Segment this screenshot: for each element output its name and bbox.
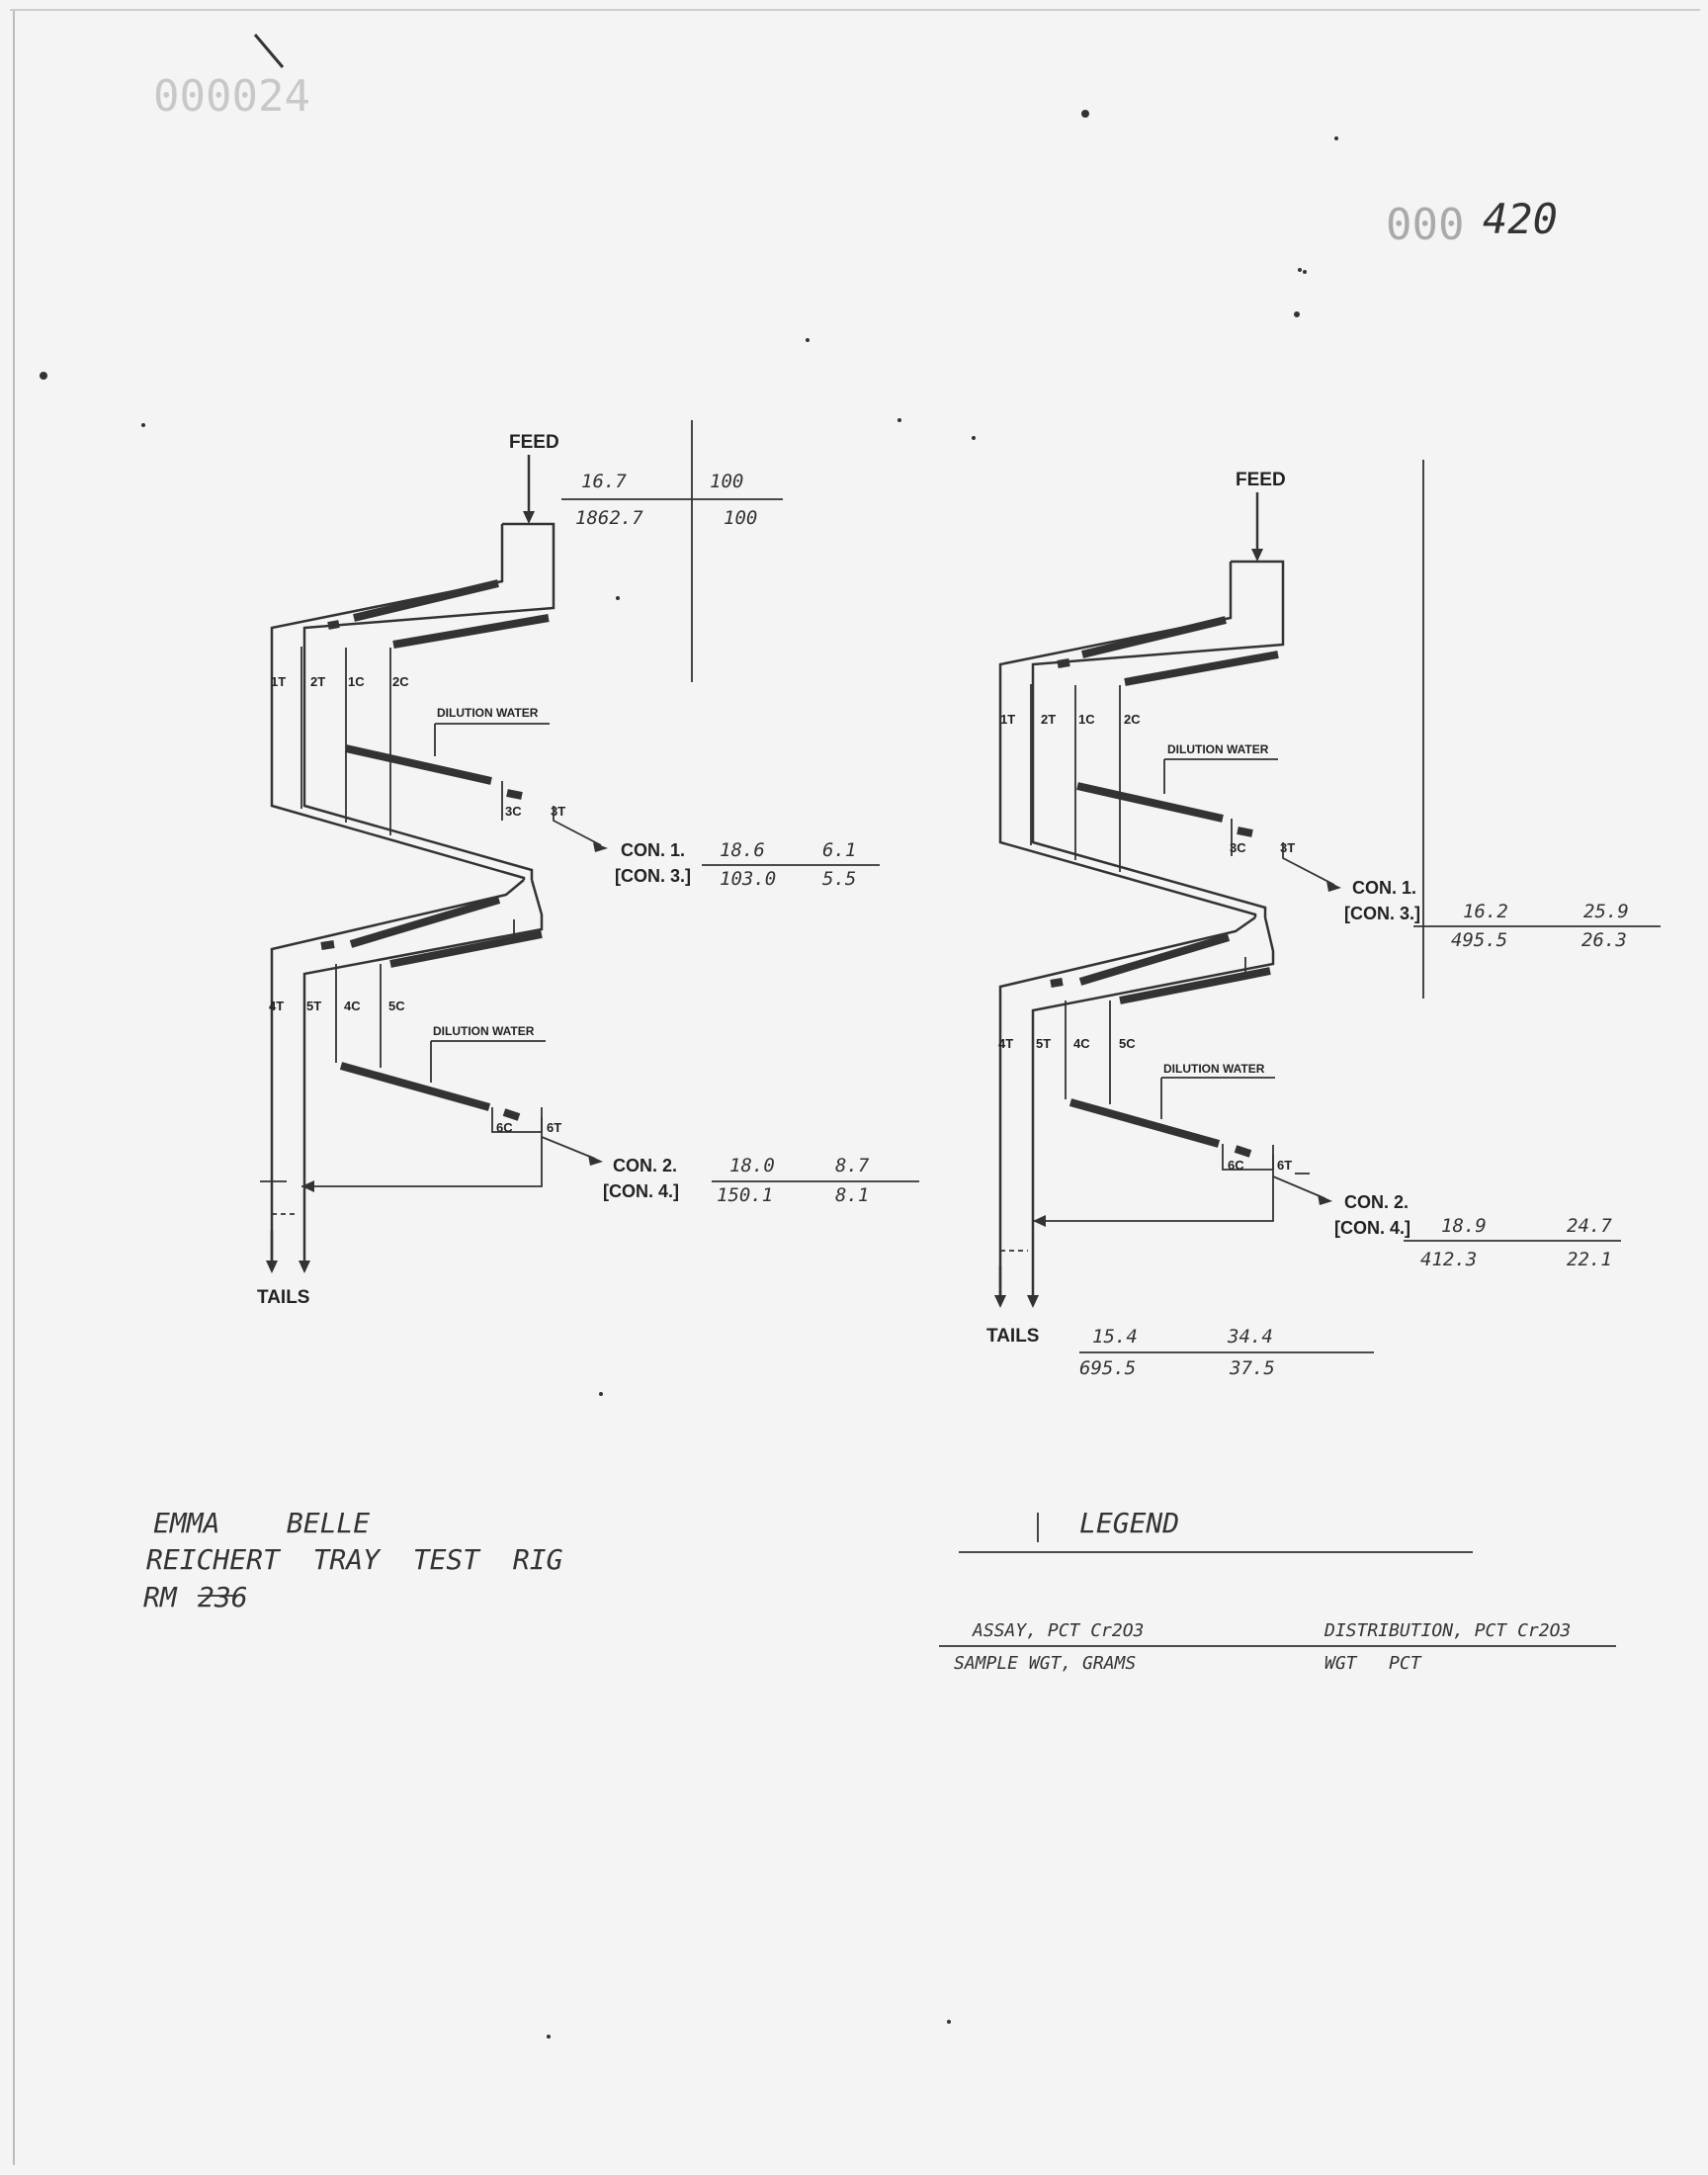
tails-label: TAILS — [257, 1287, 309, 1308]
svg-text:[CON. 3.]: [CON. 3.] — [1344, 904, 1420, 923]
svg-text:[CON. 4.]: [CON. 4.] — [603, 1181, 679, 1201]
svg-text:25.9: 25.9 — [1583, 901, 1629, 922]
handwritten-notes: EMMA BELLE REICHERT TRAY TEST RIG RM 236 — [143, 1507, 563, 1613]
svg-text:6C: 6C — [1228, 1158, 1244, 1173]
svg-text:15.4: 15.4 — [1092, 1326, 1138, 1348]
svg-text:[CON. 4.]: [CON. 4.] — [1334, 1218, 1410, 1238]
flowsheet-right: FEED 1T 2T 1C 2C DILUTION WATER 3C 3T — [986, 460, 1661, 1379]
svg-text:5.5: 5.5 — [822, 868, 856, 890]
svg-text:DILUTION WATER: DILUTION WATER — [1167, 742, 1269, 756]
legend-weight-pct: WGT PCT — [1324, 1653, 1422, 1674]
tails-data: TAILS 15.4 34.4 695.5 37.5 — [986, 1326, 1374, 1379]
svg-text:420: 420 — [1483, 195, 1558, 243]
svg-text:2T: 2T — [310, 674, 325, 689]
note-line-2: REICHERT TRAY TEST RIG — [146, 1543, 563, 1576]
svg-text:CON. 2.: CON. 2. — [613, 1156, 677, 1175]
upper-tray-section: 1T 2T 1C 2C DILUTION WATER 3C 3T — [998, 560, 1341, 917]
svg-text:1C: 1C — [1078, 712, 1095, 727]
svg-text:3C: 3C — [505, 804, 522, 819]
svg-text:CON. 1.: CON. 1. — [621, 840, 685, 860]
svg-text:DILUTION WATER: DILUTION WATER — [437, 706, 539, 720]
svg-text:8.1: 8.1 — [835, 1184, 869, 1206]
svg-text:1862.7: 1862.7 — [575, 507, 643, 529]
lower-tray-section: 4T 5T 4C 5C DILUTION WATER 6C 6T — [994, 915, 1332, 1308]
svg-text:DILUTION WATER: DILUTION WATER — [433, 1024, 535, 1038]
svg-text:16.7: 16.7 — [581, 471, 627, 492]
svg-text:6T: 6T — [547, 1120, 561, 1135]
note-line-3-prefix: RM — [143, 1581, 178, 1613]
con1-data: CON. 1. [CON. 3.] 16.2 25.9 495.5 26.3 — [1344, 878, 1661, 951]
svg-text:2T: 2T — [1041, 712, 1056, 727]
svg-text:DILUTION WATER: DILUTION WATER — [1163, 1062, 1265, 1076]
tails-label: TAILS — [986, 1326, 1039, 1347]
svg-text:34.4: 34.4 — [1227, 1326, 1273, 1348]
svg-text:2C: 2C — [1124, 712, 1141, 727]
svg-text:8.7: 8.7 — [835, 1155, 870, 1176]
con2-data: CON. 2. [CON. 4.] 18.0 8.7 150.1 8.1 — [603, 1155, 919, 1206]
svg-text:5C: 5C — [388, 999, 405, 1013]
svg-text:6T: 6T — [1277, 1158, 1292, 1173]
svg-text:1T: 1T — [271, 674, 286, 689]
svg-text:2C: 2C — [392, 674, 409, 689]
svg-text:4T: 4T — [269, 999, 284, 1013]
feed-data-table: 16.7 100 1862.7 100 — [561, 420, 783, 682]
svg-text:412.3: 412.3 — [1420, 1249, 1477, 1270]
svg-text:5T: 5T — [306, 999, 321, 1013]
svg-text:1C: 1C — [348, 674, 365, 689]
note-line-1: EMMA BELLE — [153, 1507, 370, 1539]
scan-specks — [40, 110, 1338, 2039]
note-line-3-number: 236 — [198, 1581, 248, 1613]
svg-text:100: 100 — [724, 507, 757, 529]
svg-text:4C: 4C — [1073, 1036, 1090, 1051]
svg-text:4C: 4C — [344, 999, 361, 1013]
svg-text:3C: 3C — [1230, 840, 1246, 855]
svg-text:18.0: 18.0 — [729, 1155, 775, 1176]
con1-data: CON. 1. [CON. 3.] 18.6 6.1 103.0 5.5 — [615, 839, 880, 890]
svg-text:24.7: 24.7 — [1567, 1215, 1612, 1237]
svg-text:1T: 1T — [1000, 712, 1015, 727]
upper-tray-section: 1T 2T 1C 2C DILUTION WATER 3C 3T — [270, 522, 608, 880]
legend-sample-weight: SAMPLE WGT, GRAMS — [954, 1653, 1136, 1674]
lower-tray-section: 4T 5T 4C 5C DILUTION WATER 6C 6T — [260, 879, 603, 1273]
pencil-mark — [253, 34, 285, 68]
svg-text:695.5: 695.5 — [1079, 1357, 1136, 1379]
svg-text:CON. 1.: CON. 1. — [1352, 878, 1416, 898]
svg-text:150.1: 150.1 — [717, 1184, 773, 1206]
legend-title: LEGEND — [1079, 1507, 1179, 1539]
svg-text:[CON. 3.]: [CON. 3.] — [615, 866, 691, 886]
svg-text:000: 000 — [1386, 200, 1464, 250]
legend-assay: ASSAY, PCT Cr2O3 — [972, 1620, 1144, 1641]
svg-text:103.0: 103.0 — [720, 868, 776, 890]
svg-text:5C: 5C — [1119, 1036, 1136, 1051]
flowsheet-left: FEED 16.7 100 1862.7 100 1T 2T 1C 2C DI — [257, 420, 919, 1308]
svg-text:6.1: 6.1 — [822, 839, 856, 861]
svg-text:100: 100 — [710, 471, 743, 492]
svg-text:CON. 2.: CON. 2. — [1344, 1192, 1409, 1212]
svg-text:37.5: 37.5 — [1229, 1357, 1275, 1379]
svg-text:16.2: 16.2 — [1463, 901, 1508, 922]
page-number-stamp: 000 420 — [1386, 195, 1558, 250]
svg-text:18.6: 18.6 — [720, 839, 765, 861]
svg-text:6C: 6C — [496, 1120, 513, 1135]
svg-text:18.9: 18.9 — [1441, 1215, 1487, 1237]
con2-data: CON. 2. [CON. 4.] 18.9 24.7 412.3 22.1 — [1334, 1192, 1621, 1270]
faint-page-stamp: 000024 — [153, 71, 310, 122]
feed-label: FEED — [1236, 470, 1286, 490]
legend: LEGEND ASSAY, PCT Cr2O3 DISTRIBUTION, PC… — [939, 1507, 1616, 1674]
svg-text:4T: 4T — [998, 1036, 1013, 1051]
feed-label: FEED — [509, 432, 559, 453]
svg-text:495.5: 495.5 — [1451, 929, 1507, 951]
legend-distribution: DISTRIBUTION, PCT Cr2O3 — [1324, 1620, 1571, 1641]
svg-text:26.3: 26.3 — [1581, 929, 1627, 951]
svg-text:22.1: 22.1 — [1567, 1249, 1612, 1270]
svg-text:5T: 5T — [1036, 1036, 1051, 1051]
